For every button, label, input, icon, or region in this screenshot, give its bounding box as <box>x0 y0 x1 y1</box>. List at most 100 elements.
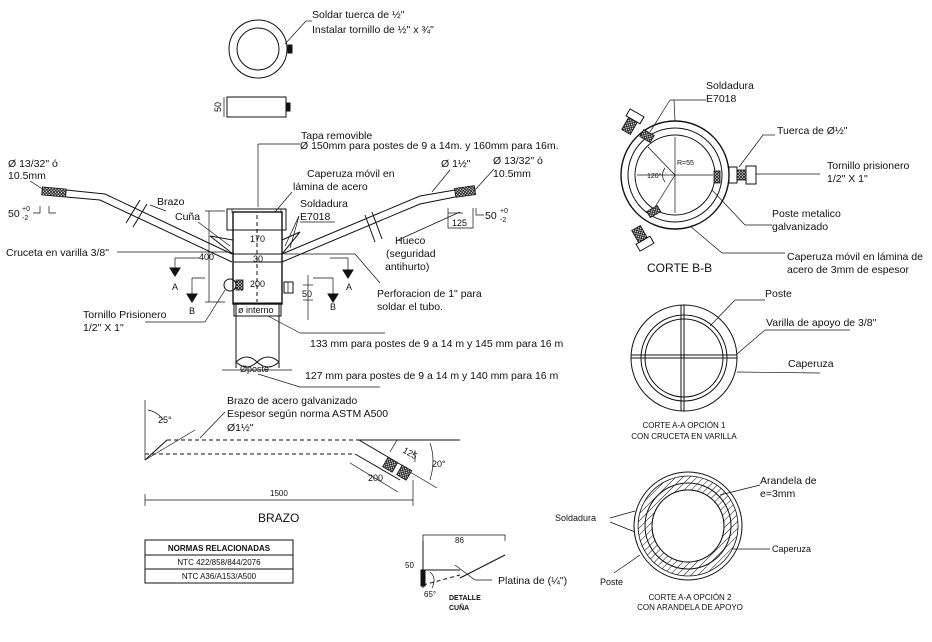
dim-170: 170 <box>250 234 265 244</box>
normas-header: NORMAS RELACIONADAS <box>168 544 271 553</box>
right-arm-dia: Ø 1½" <box>441 158 471 170</box>
cap-side-view <box>226 96 287 118</box>
detalle-title-2: CUÑA <box>449 603 469 612</box>
bb-soldadura-2: E7018 <box>706 93 737 105</box>
aa2-arandela-2: e=3mm <box>760 488 796 500</box>
caperuza-line1: Caperuza móvil en <box>307 168 395 180</box>
tornillo-line2: 1/2" X 1" <box>83 322 124 334</box>
bolt-lower-left <box>631 225 655 252</box>
arm-thread-2 <box>396 464 413 481</box>
brazo-note-3: Ø1½" <box>227 422 254 434</box>
angle-20: 20° <box>432 459 446 469</box>
top-view: Soldar tuerca de ½" Instalar tornillo de… <box>213 9 434 118</box>
bb-soldadura-1: Soldadura <box>706 80 754 92</box>
dinterno-note: 133 mm para postes de 9 a 14 m y 145 mm … <box>310 338 564 350</box>
aa2-title-2: CON ARANDELA DE APOYO <box>637 603 743 612</box>
caperuza-body <box>232 211 283 305</box>
aa1-varilla: Varilla de apoyo de 3/8" <box>766 317 877 329</box>
aa1-title-1: CORTE A-A OPCIÓN 1 <box>643 421 727 430</box>
corte-bb: 120° R=55 Soldadura E7018 Tuerca de Ø½" … <box>620 80 923 276</box>
main-assembly: Tapa removible Ø 150mm para postes de 9 … <box>6 130 564 388</box>
bb-caperuza-2: acero de 3mm de espesor <box>787 264 909 276</box>
right-tip-dia-2: 10.5mm <box>493 168 531 180</box>
right-tol-minus: -2 <box>500 217 506 224</box>
brazo-note-2: Espesor según norma ASTM A500 <box>227 408 388 420</box>
perforacion-line1: Perforacion de 1" para <box>377 288 482 300</box>
normas-row-2: NTC A36/A153/A500 <box>182 572 257 581</box>
brazo-label: Brazo <box>157 196 185 208</box>
dim-200: 200 <box>250 279 265 289</box>
cruceta-label: Cruceta en varilla 3/8" <box>6 247 109 259</box>
hueco-line3: antihurto) <box>385 261 429 273</box>
left-tol-minus: -2 <box>22 215 28 222</box>
dposte-label: Øposte <box>240 364 269 374</box>
angle-65: 65° <box>424 590 436 599</box>
aa2-title-1: CORTE A-A OPCIÓN 2 <box>649 593 733 602</box>
corte-aa-opcion-1: Poste Varilla de apoyo de 3/8" Caperuza … <box>630 288 877 441</box>
bb-caperuza-1: Caperuza móvil en lámina de <box>787 251 923 263</box>
dim-50-main: 50 <box>302 289 312 299</box>
bolt-right <box>728 165 757 185</box>
soldadura-line1: Soldadura <box>300 198 348 210</box>
cuna-detail: 86 50 65° Platina de (¼") DETALLE CUÑA <box>405 534 567 612</box>
tapa-note: Ø 150mm para postes de 9 a 14m. y 160mm … <box>300 140 559 152</box>
bolt-upper-left <box>621 108 645 135</box>
dinterno-label: ø interno <box>238 305 274 315</box>
radius-label: R=55 <box>677 160 694 167</box>
top-note-line1: Soldar tuerca de ½" <box>312 9 405 21</box>
dim-50-cuna: 50 <box>405 561 414 570</box>
aa1-poste: Poste <box>765 288 792 300</box>
bb-tornillo-2: 1/2" X 1" <box>827 173 868 185</box>
angle-120: 120° <box>647 172 662 180</box>
arm-thread-1 <box>382 456 399 473</box>
section-a-left: A <box>172 282 178 292</box>
brazo-title: BRAZO <box>258 511 299 525</box>
hueco-line1: Hueco <box>395 235 426 247</box>
nut-icon <box>287 44 293 54</box>
top-dim-50: 50 <box>213 102 223 112</box>
aa2-arandela-1: Arandela de <box>760 475 817 487</box>
left-tip-dia-2: 10.5mm <box>8 170 46 182</box>
dim-86: 86 <box>455 536 464 545</box>
angle-25: 25° <box>158 415 172 425</box>
dim-200-brazo: 200 <box>368 473 383 483</box>
left-arm-thread <box>41 186 67 198</box>
right-arm-thread <box>454 185 477 198</box>
aa1-title-2: CON CRUCETA EN VARILLA <box>631 432 737 441</box>
left-tip-dia-1: Ø 13/32" ó <box>8 158 58 170</box>
bb-title: CORTE B-B <box>647 261 712 275</box>
set-screw-left <box>223 278 237 292</box>
section-b-right: B <box>330 302 336 312</box>
aa1-caperuza: Caperuza <box>788 358 834 370</box>
bb-tornillo-1: Tornillo prisionero <box>827 160 909 172</box>
dim-125-brazo: 125 <box>401 445 419 461</box>
section-b-left: B <box>189 306 195 316</box>
hueco-line2: (seguridad <box>386 248 436 260</box>
soldadura-line2: E7018 <box>300 211 331 223</box>
normas-table: NORMAS RELACIONADAS NTC 422/858/844/2076… <box>144 539 294 584</box>
aa2-caperuza: Caperuza <box>772 544 811 554</box>
section-a-right: A <box>346 282 352 292</box>
aa2-poste: Poste <box>600 577 623 587</box>
normas-row-1: NTC 422/858/844/2076 <box>177 558 261 567</box>
perforacion-line2: soldar el tubo. <box>377 301 443 313</box>
right-tip-dim: 50 <box>485 210 497 222</box>
right-tol-plus: +0 <box>500 208 508 215</box>
dim-1500: 1500 <box>270 489 288 498</box>
cuna-label: Cuña <box>175 211 200 223</box>
left-tip-dim: 50 <box>8 208 20 220</box>
platina-label: Platina de (¼") <box>498 575 567 587</box>
cap-ring-outer <box>228 19 288 79</box>
brazo-note-1: Brazo de acero galvanizado <box>227 395 357 407</box>
bb-poste-2: galvanizado <box>772 221 828 233</box>
bb-tuerca: Tuerca de Ø½" <box>777 125 848 137</box>
dim-400: 400 <box>199 252 214 262</box>
brazo-detail: 25° 20° 125 200 Brazo de acero galvaniza… <box>144 395 460 525</box>
dim-30: 30 <box>253 254 263 264</box>
dinterno-box <box>233 302 282 317</box>
left-tol-plus: +0 <box>22 206 30 213</box>
tapa-label: Tapa removible <box>301 130 372 142</box>
corte-aa-opcion-2: Soldadura Arandela de e=3mm Caperuza Pos… <box>555 471 817 612</box>
dim-125-main: 125 <box>452 218 467 228</box>
